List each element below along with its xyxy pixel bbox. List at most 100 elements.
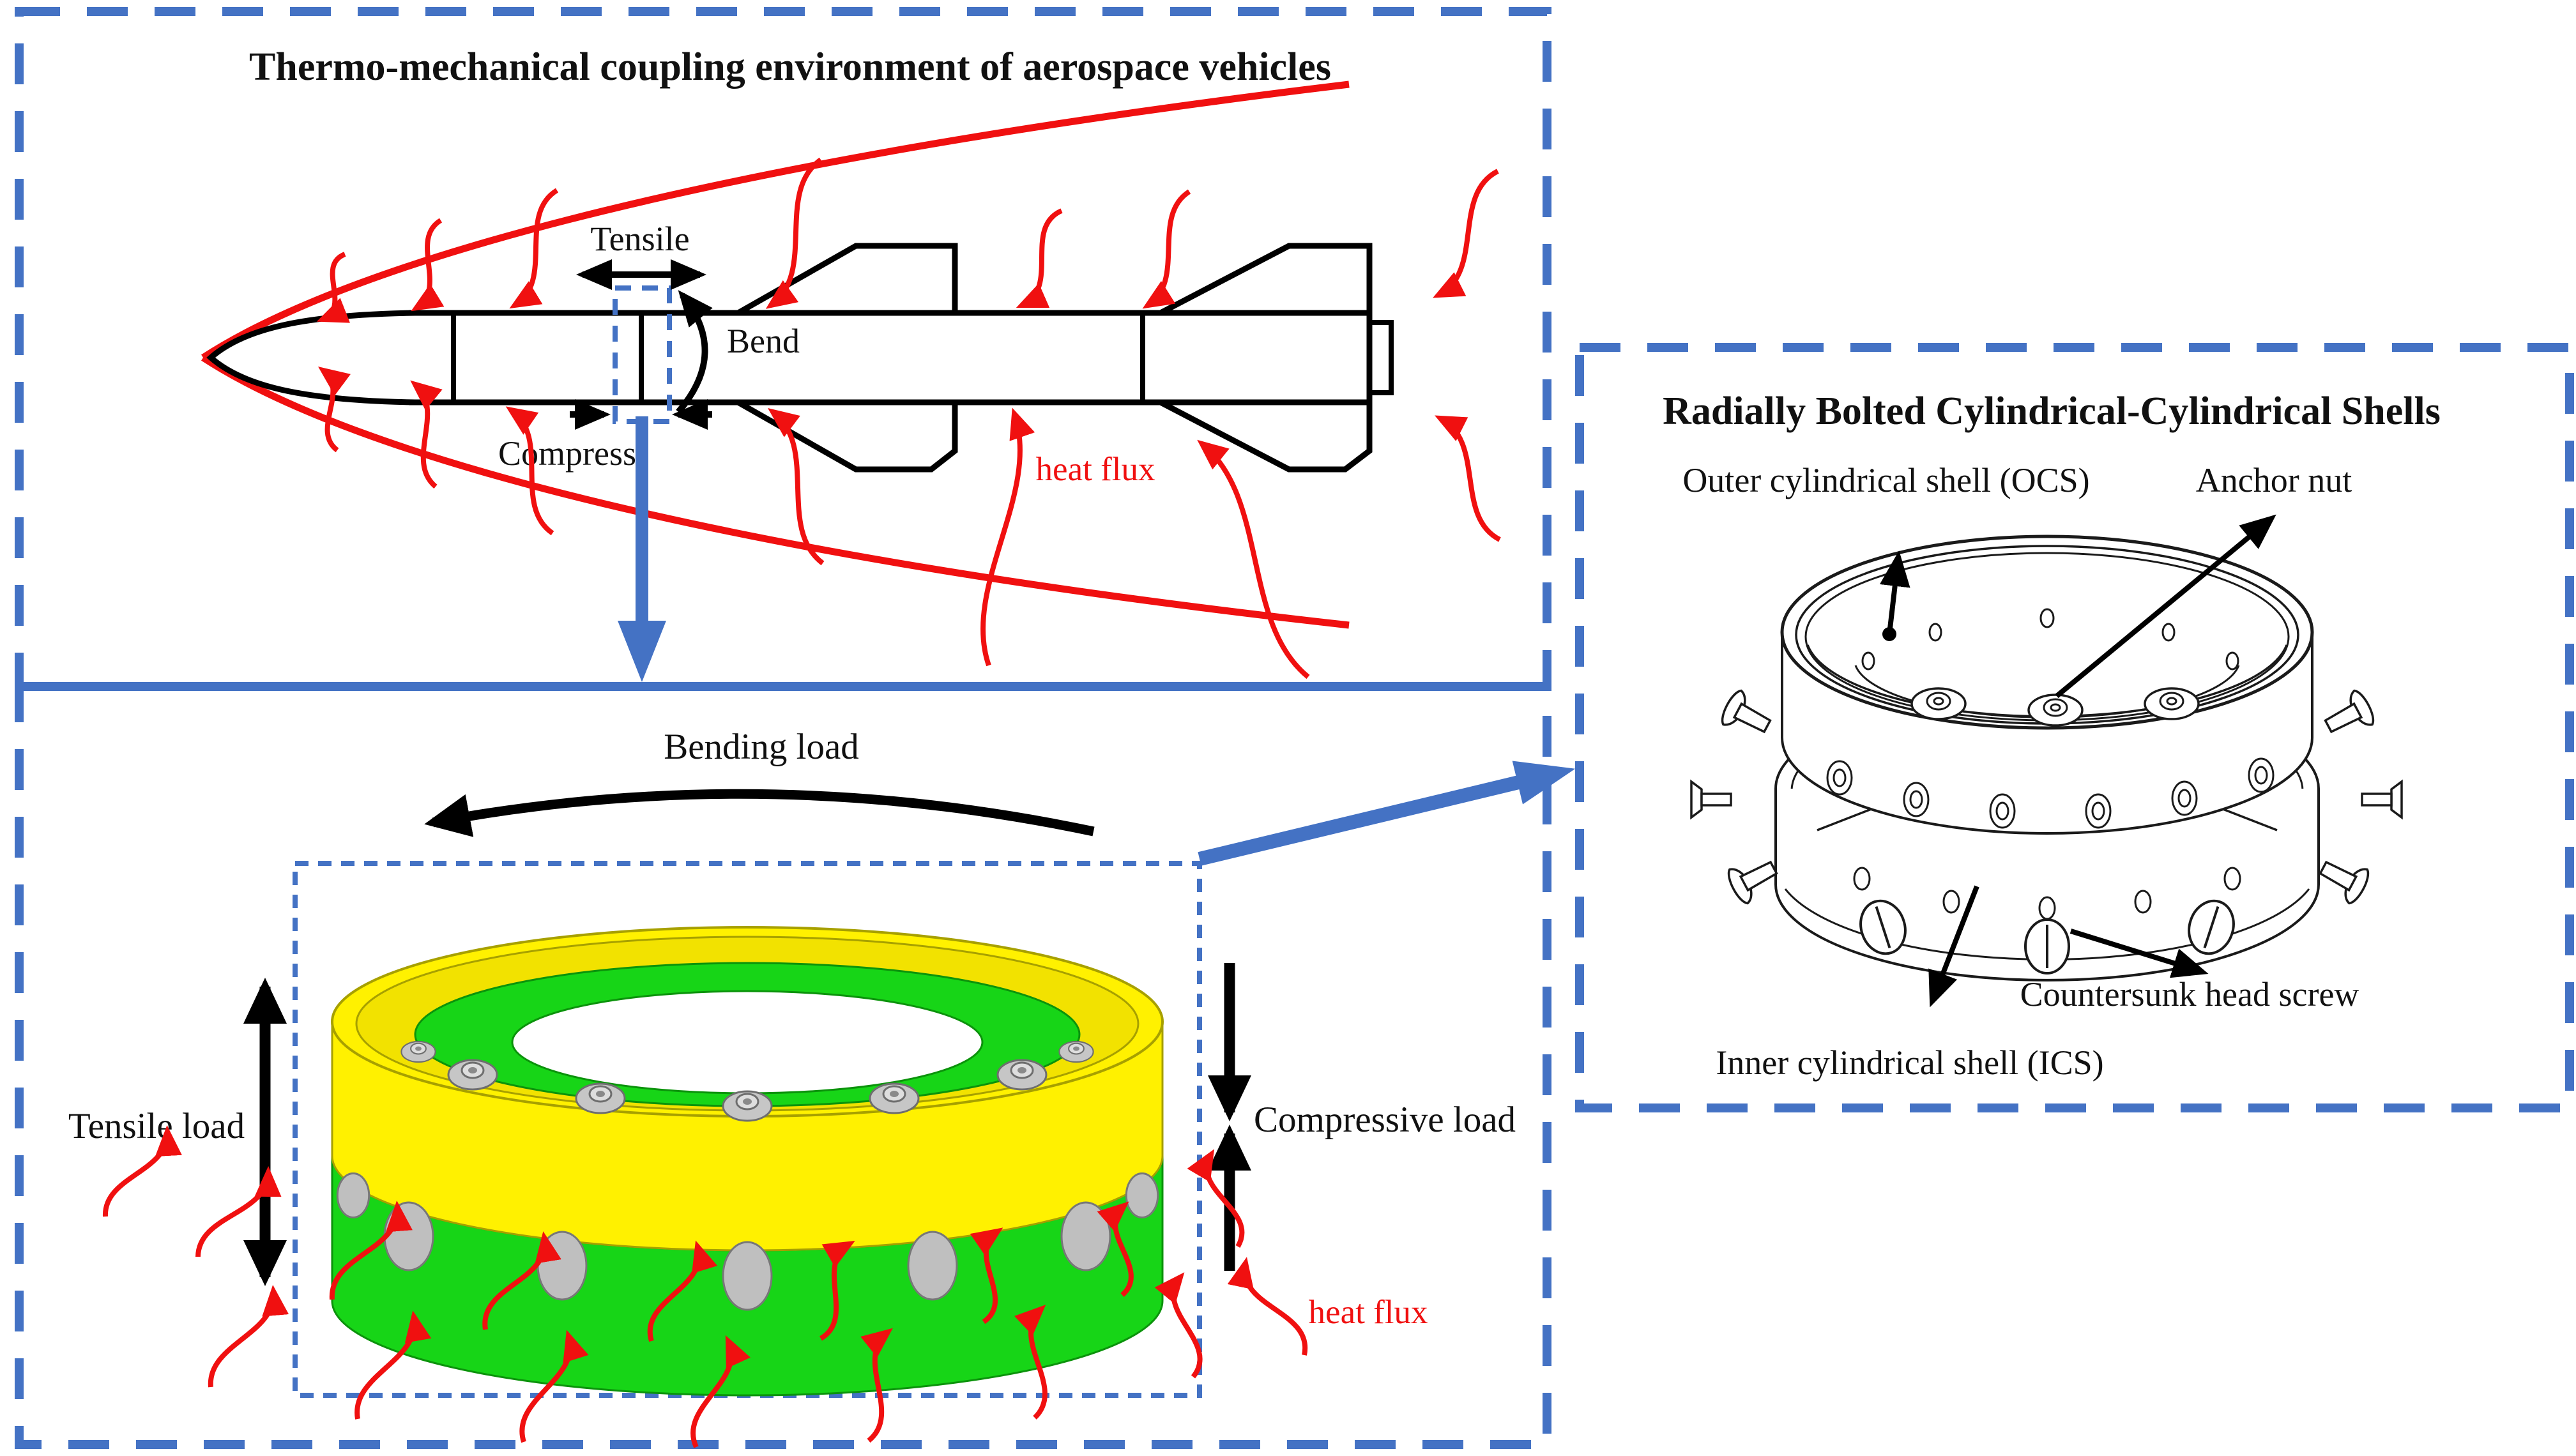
screw-head-oval <box>1125 1172 1159 1218</box>
heat-flux-arrow <box>1016 208 1063 308</box>
ocs-bolt-holes <box>1826 757 2275 829</box>
countersunk-screw-head <box>1859 899 1907 955</box>
back-hole <box>1928 623 1942 642</box>
anchor-nuts <box>400 1040 1094 1122</box>
heat-flux-arrow <box>195 1166 282 1257</box>
nut-hole <box>890 1091 899 1097</box>
screw-head <box>1690 779 1703 820</box>
tensile-label: Tensile <box>590 220 689 258</box>
heat-flux-arrow <box>768 407 825 566</box>
screw-head-oval <box>383 1201 434 1271</box>
heat-flux-arrow <box>1097 1201 1134 1298</box>
ics-hole <box>1853 867 1871 891</box>
bolt-hole <box>1826 760 1853 796</box>
countersunk-pointer-arrow <box>2069 929 2209 978</box>
missile-nose <box>206 310 416 406</box>
shell-opening <box>511 990 984 1095</box>
screw-head-oval <box>1060 1201 1111 1271</box>
shells-panel-title: Radially Bolted Cylindrical-Cylindrical … <box>1663 390 2441 433</box>
anchor-nut-glyph <box>575 1082 626 1114</box>
heat-flux-arrow <box>509 188 559 309</box>
back-hole <box>1861 651 1875 671</box>
bolted-shell-drawing <box>331 926 1164 1397</box>
thermo-panel: Thermo-mechanical coupling environment o… <box>201 45 1501 682</box>
ocs-anchor-nut <box>1910 687 1967 720</box>
nut-hole <box>468 1067 477 1073</box>
ics-hole <box>2223 867 2241 891</box>
bending-load-arrow <box>424 789 1095 837</box>
countersunk-screw <box>1690 779 1732 820</box>
nut-hole <box>2166 697 2177 706</box>
pan-head-screw <box>1721 689 1772 734</box>
heat-flux-arrow <box>317 367 351 453</box>
heat-flux-arrows-bottom <box>102 1125 1308 1448</box>
bolt-hole-inner <box>1909 790 1923 809</box>
shock-envelope-upper <box>201 80 1350 361</box>
bolt-hole <box>2171 780 2198 816</box>
screw-head <box>2390 779 2403 820</box>
bolt-hole <box>2248 757 2275 793</box>
nut-boss <box>2043 698 2068 717</box>
thermo-panel-border <box>15 7 1551 691</box>
screw-slot <box>2203 906 2220 948</box>
heat-flux-arrow <box>410 380 443 489</box>
front-fin-top <box>724 243 958 317</box>
rear-fin-bottom <box>1156 398 1373 473</box>
heat-flux-arrow <box>970 1227 1003 1324</box>
ocs-anchor-nut <box>2144 687 2200 720</box>
nut-hole <box>743 1098 752 1105</box>
heat-flux-arrow <box>1154 1272 1203 1379</box>
heat-flux-arrow <box>329 1201 413 1300</box>
ics-pointer-arrow <box>1928 885 1979 1008</box>
shells-panel: Radially Bolted Cylindrical-Cylindrical … <box>1663 390 2441 1082</box>
screw-head-oval <box>907 1231 958 1301</box>
screw-slot <box>1875 906 1891 948</box>
heat-flux-arrow <box>1433 169 1499 298</box>
heat-flux-arrow <box>765 157 823 309</box>
heat-flux-label-top: heat flux <box>1036 451 1155 488</box>
anchor-nut-label: Anchor nut <box>2196 461 2352 499</box>
ics-bolt-holes <box>1853 867 2241 920</box>
front-fin-bottom <box>724 398 958 473</box>
bend-label: Bend <box>727 322 800 360</box>
ics-hole <box>2038 896 2056 920</box>
nut-hole <box>2050 703 2061 712</box>
shock-envelope-lower <box>201 354 1350 629</box>
countersunk-screw-head <box>2024 918 2070 974</box>
missile-nozzle <box>1367 320 1394 395</box>
pan-head-screw <box>2319 860 2370 905</box>
heat-flux-arrow <box>482 1231 561 1330</box>
missile-body <box>409 310 1373 406</box>
anchor-nut-glyph <box>869 1082 920 1114</box>
shells-panel-border <box>1575 343 2574 1112</box>
heat-flux-arrow <box>690 1335 751 1448</box>
nut-hole <box>1073 1046 1079 1051</box>
heat-flux-arrow <box>819 1241 855 1341</box>
ics-slotted-screws <box>1859 899 2235 974</box>
loads-panel-border <box>15 682 1551 1449</box>
ocs-anchor-nut <box>2027 694 2084 727</box>
heat-flux-arrow <box>980 407 1035 667</box>
countersunk-screw <box>2361 779 2403 820</box>
heat-flux-arrow <box>208 1285 289 1388</box>
pan-head-screw <box>2324 689 2375 734</box>
anchor-nut-glyph <box>722 1090 773 1122</box>
heat-flux-arrow <box>519 1330 589 1443</box>
heat-flux-arrows-top <box>316 157 1501 679</box>
bolt-hole-inner <box>2091 801 2105 821</box>
countersunk-label: Countersunk head screw <box>2020 975 2359 1013</box>
screw-shank <box>2324 702 2363 734</box>
bolt-hole-inner <box>1833 768 1847 787</box>
zoom-arrow-right <box>1198 761 1576 866</box>
bend-arrow <box>676 290 713 414</box>
nut-boss <box>1926 692 1951 711</box>
bolt-hole <box>2085 793 2112 829</box>
ocs-drawing <box>1780 535 2314 835</box>
screw-shank <box>2319 860 2358 892</box>
missile-drawing <box>206 243 1394 473</box>
bolt-hole <box>1989 793 2016 829</box>
bolt-hole-inner <box>1995 801 2009 821</box>
zoom-arrow-down <box>618 416 666 682</box>
heat-flux-label-bottom: heat flux <box>1309 1294 1428 1331</box>
rear-fin-top <box>1156 243 1373 317</box>
